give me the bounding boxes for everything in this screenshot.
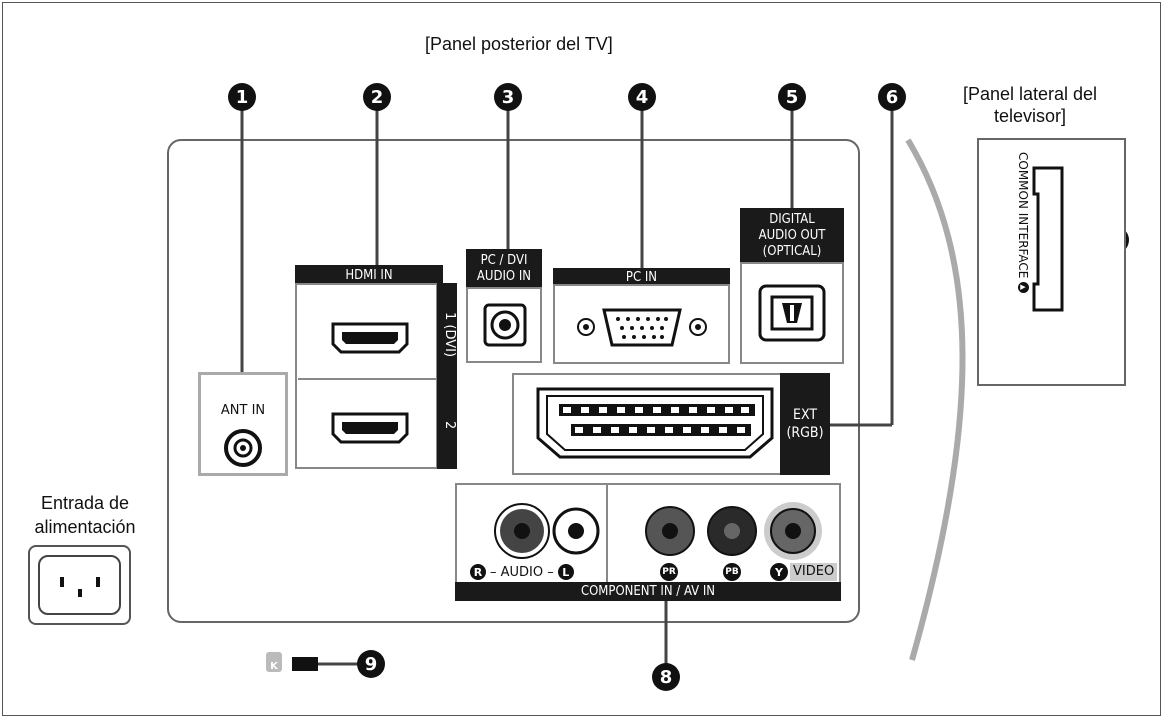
common-interface-text: COMMON INTERFACE <box>1016 152 1030 279</box>
ext-label-line1: EXT <box>792 407 818 423</box>
rear-panel-title: [Panel posterior del TV] <box>425 34 613 54</box>
pb-jack-icon <box>707 506 757 556</box>
pc-dvi-audio-line2: AUDIO IN <box>476 269 532 284</box>
callout-9: 9 <box>357 650 385 678</box>
hdmi-2-label: 2 <box>442 420 457 430</box>
video-label: VIDEO <box>790 563 838 581</box>
power-label-line2: alimentación <box>34 517 136 537</box>
power-socket-inner <box>38 555 121 615</box>
audio-l-label: L <box>557 564 574 580</box>
audio-r-label: R <box>470 564 486 580</box>
hdmi-divider <box>298 378 437 380</box>
digital-audio-line3: (OPTICAL) <box>762 244 822 259</box>
power-pins-icon <box>60 577 100 597</box>
hdmi-in-header: HDMI IN <box>295 265 443 285</box>
digital-audio-line1: DIGITAL <box>769 212 815 227</box>
rca-jacks <box>494 502 822 560</box>
ext-rgb-label: EXT (RGB) <box>780 373 830 475</box>
tv-side-edge <box>905 138 966 661</box>
side-panel-title-line1: [Panel lateral del <box>962 84 1098 104</box>
power-label-line1: Entrada de <box>40 493 130 513</box>
ext-label-line2: (RGB) <box>786 425 824 441</box>
digital-audio-line2: AUDIO OUT <box>758 228 826 243</box>
power-input-label: Entrada de alimentación <box>20 491 150 539</box>
scart-connector-icon <box>536 387 774 459</box>
y-label: Y <box>770 563 788 581</box>
side-panel-title: [Panel lateral del televisor] <box>945 83 1115 127</box>
ci-slot-icon <box>1032 166 1064 312</box>
kensington-slot <box>292 657 318 671</box>
hdmi-1-connector-icon <box>331 322 409 354</box>
callout-3: 3 <box>494 83 522 111</box>
side-panel-title-line2: televisor] <box>993 106 1067 126</box>
kensington-lock-icon: K <box>266 652 282 672</box>
component-divider <box>606 485 608 582</box>
pr-label: PR <box>660 563 678 581</box>
optical-connector-icon <box>758 284 826 342</box>
hdmi-1-label: 1 (DVI) <box>442 312 457 358</box>
power-input-socket <box>28 545 131 625</box>
vga-connector-icon <box>577 308 707 347</box>
audio-l-jack-icon <box>552 507 600 555</box>
ant-in-label: ANT IN <box>220 403 266 418</box>
audio-label-row: R – AUDIO – L <box>470 563 574 581</box>
component-in-footer: COMPONENT IN / AV IN <box>455 582 841 601</box>
pc-dvi-audio-header: PC / DVI AUDIO IN <box>466 249 542 289</box>
common-interface-label: COMMON INTERFACE ▶ <box>1010 152 1030 332</box>
pb-label: PB <box>723 563 741 581</box>
digital-audio-out-header: DIGITAL AUDIO OUT (OPTICAL) <box>740 208 844 264</box>
callout-8: 8 <box>652 663 680 691</box>
pc-dvi-audio-line1: PC / DVI <box>480 253 528 268</box>
pr-jack-icon <box>645 506 695 556</box>
y-video-jack-icon <box>764 502 822 560</box>
callout-6: 6 <box>878 83 906 111</box>
callout-1: 1 <box>228 83 256 111</box>
callout-2: 2 <box>363 83 391 111</box>
audio-label: – AUDIO – <box>490 564 554 580</box>
hdmi-2-connector-icon <box>331 412 409 444</box>
coax-connector-icon <box>224 429 262 467</box>
callout-5: 5 <box>778 83 806 111</box>
mini-jack-icon <box>483 303 527 347</box>
arrow-icon: ▶ <box>1017 282 1029 294</box>
hdmi-number-strip <box>437 283 457 469</box>
pc-in-header: PC IN <box>553 268 730 286</box>
callout-4: 4 <box>628 83 656 111</box>
audio-r-jack-icon <box>494 503 550 559</box>
